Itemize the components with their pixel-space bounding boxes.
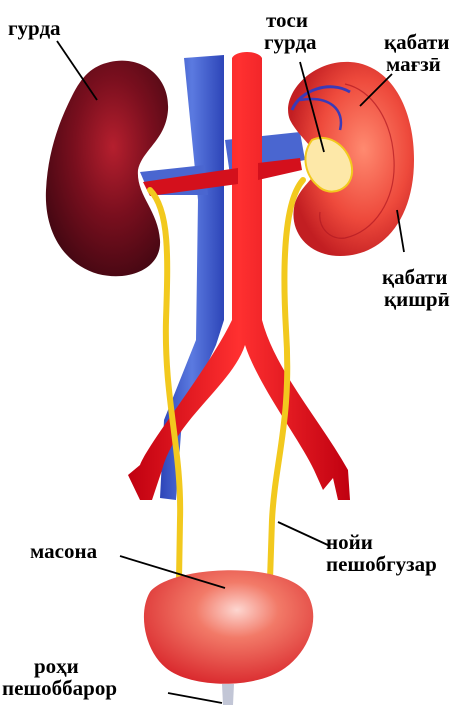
urethra-label-line2: пешоббарор [2, 677, 117, 699]
kidney-label: гурда [8, 17, 61, 39]
cortex-label-line1: қабати [382, 266, 447, 288]
urethra [222, 684, 234, 705]
ureter-label-line1: нойи [326, 531, 373, 553]
cortex-label-line2: қишрӣ [384, 288, 450, 310]
medulla-label-line2: мағзӣ [386, 53, 441, 75]
renal-pelvis-label-line1: тоси [266, 9, 308, 31]
renal-pelvis-label-line2: гурда [264, 31, 317, 53]
left-kidney [46, 61, 168, 277]
urethra-label-line1: роҳи [34, 655, 79, 677]
bladder-label: масона [30, 540, 97, 562]
ureter-label-line2: пешобгузар [326, 553, 437, 575]
bladder [144, 570, 313, 684]
medulla-label-line1: қабати [384, 31, 449, 53]
